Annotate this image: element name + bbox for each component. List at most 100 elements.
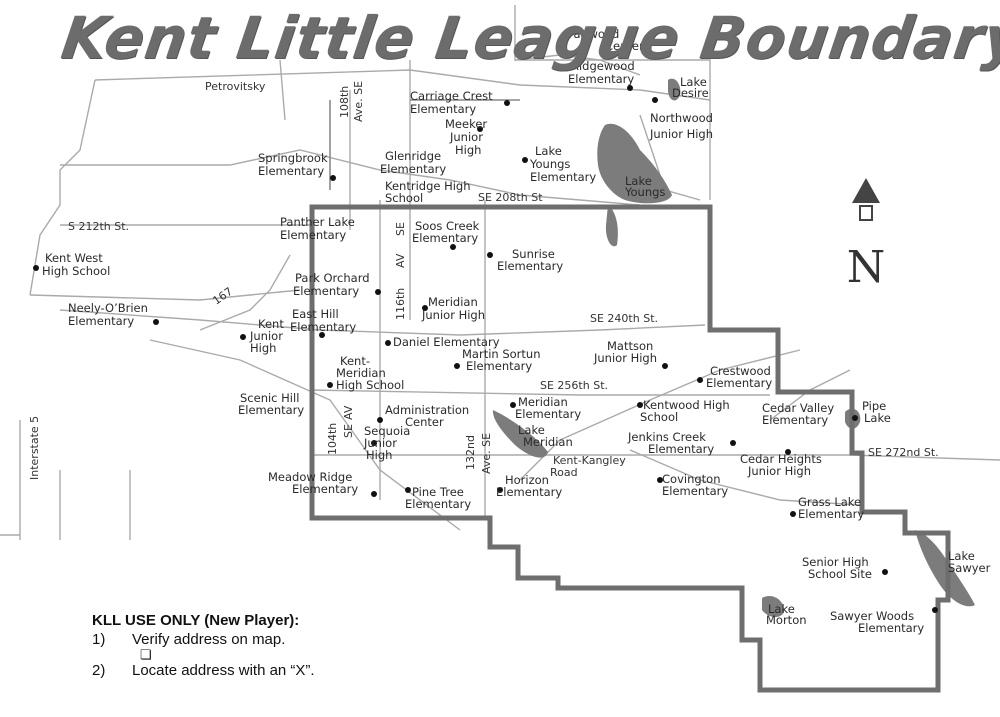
north-arrow-icon bbox=[852, 178, 880, 221]
kll-note-heading: KLL USE ONLY (New Player): bbox=[92, 612, 300, 629]
label-panther: Panther Lake bbox=[280, 215, 355, 229]
label-meadowridge-2: Elementary bbox=[292, 482, 358, 496]
label-neely-2: Elementary bbox=[68, 314, 134, 328]
label-martin-2: Elementary bbox=[466, 359, 532, 373]
lake-youngs-tail bbox=[605, 205, 618, 247]
north-label: N bbox=[847, 242, 886, 293]
label-jenkins-2: Elementary bbox=[648, 442, 714, 456]
label-meeker-3: High bbox=[455, 143, 481, 157]
road-label-s212: S 212th St. bbox=[68, 220, 129, 233]
lake-youngs bbox=[597, 123, 672, 204]
label-scenichill: Scenic Hill bbox=[240, 391, 299, 405]
road-labels: Petrovitsky S 212th St. SE 208th St SE 2… bbox=[28, 80, 939, 480]
lake-desire bbox=[668, 78, 681, 101]
lake-meridian bbox=[492, 410, 548, 458]
label-northwood: Northwood bbox=[650, 111, 713, 125]
kll-step-2-text: Locate address with an “X”. bbox=[132, 662, 315, 679]
kll-step-2-number: 2) bbox=[92, 662, 106, 679]
road-label-kentkangley-road: Road bbox=[550, 466, 578, 479]
road-label-132b: Ave. SE bbox=[480, 433, 493, 474]
label-sequoia-2: Junior bbox=[363, 436, 397, 450]
label-lake-youngs: Lake bbox=[625, 174, 652, 188]
checkbox-icon: ❏ bbox=[140, 647, 152, 662]
road-label-104c: SE bbox=[342, 424, 355, 438]
label-ridgewood-2: Elementary bbox=[568, 72, 634, 86]
label-kentwood-2: School bbox=[640, 410, 678, 424]
label-cedarheights-2: Junior High bbox=[747, 464, 811, 478]
label-glenridge: Glenridge bbox=[385, 149, 441, 163]
label-meridianjh: Meridian bbox=[428, 295, 478, 309]
label-cedarvalley-2: Elementary bbox=[762, 413, 828, 427]
label-sunrise: Sunrise bbox=[512, 247, 555, 261]
label-lakesawyer: Lake bbox=[948, 549, 975, 563]
label-horizon: Horizon bbox=[505, 473, 549, 487]
lake-sawyer bbox=[915, 530, 975, 607]
label-cedarvalley: Cedar Valley bbox=[762, 401, 834, 415]
label-sequoia: Sequoia bbox=[364, 424, 410, 438]
road-label-116c: SE bbox=[394, 222, 407, 236]
road-label-se240: SE 240th St. bbox=[590, 312, 658, 325]
road-label-petrovitsky: Petrovitsky bbox=[205, 80, 266, 93]
road-label-i5: Interstate 5 bbox=[28, 416, 41, 480]
label-lakemeridian: Lake bbox=[518, 423, 545, 437]
label-sequoia-3: High bbox=[366, 448, 392, 462]
road-label-116b: AV bbox=[394, 253, 407, 268]
lakes bbox=[492, 78, 975, 618]
label-kentridge: Kentridge High bbox=[385, 179, 471, 193]
league-boundary bbox=[309, 204, 951, 693]
label-scenichill-2: Elementary bbox=[238, 403, 304, 417]
kll-step-1-number: 1) bbox=[92, 631, 106, 648]
label-admin-2: Center bbox=[405, 415, 444, 429]
place-markers bbox=[33, 85, 938, 613]
label-ly-elem-2: Youngs bbox=[529, 157, 570, 171]
label-sunrise-2: Elementary bbox=[497, 259, 563, 273]
label-pinetree-2: Elementary bbox=[405, 497, 471, 511]
label-lakemeridian-2: Meridian bbox=[523, 435, 573, 449]
label-kentwest: Kent West bbox=[45, 251, 103, 265]
label-ly-elem: Lake bbox=[535, 144, 562, 158]
label-lake-desire-2: Desire bbox=[672, 86, 709, 100]
label-lakemorton-2: Morton bbox=[766, 613, 807, 627]
label-ly-elem-3: Elementary bbox=[530, 170, 596, 184]
label-northwood-2: Junior High bbox=[649, 127, 713, 141]
label-seniorhigh-2: School Site bbox=[808, 567, 872, 581]
place-labels: Fairwood Center Ridgewood Elementary Lak… bbox=[42, 27, 991, 635]
label-meridianelem-2: Elementary bbox=[515, 407, 581, 421]
label-fairwood: Fairwood bbox=[568, 27, 619, 41]
label-lakemorton: Lake bbox=[768, 602, 795, 616]
road-label-kentkangley: Kent-Kangley bbox=[553, 454, 626, 467]
label-admin: Administration bbox=[385, 403, 469, 417]
label-kentjh: Kent bbox=[258, 317, 284, 331]
label-easthill-2: Elementary bbox=[290, 320, 356, 334]
label-jenkins: Jenkins Creek bbox=[627, 430, 706, 444]
label-sawyerwoods: Sawyer Woods bbox=[830, 609, 914, 623]
kll-step-1-text: Verify address on map. bbox=[132, 631, 286, 648]
label-easthill: East Hill bbox=[292, 307, 339, 321]
label-meeker: Meeker bbox=[445, 117, 487, 131]
road-label-116a: 116th bbox=[394, 288, 407, 320]
label-crestwood-2: Elementary bbox=[706, 376, 772, 390]
label-crestwood: Crestwood bbox=[710, 364, 771, 378]
label-cedarheights: Cedar Heights bbox=[740, 452, 822, 466]
label-grasslake: Grass Lake bbox=[798, 495, 861, 509]
label-pinetree: Pine Tree bbox=[412, 485, 464, 499]
label-neely: Neely-O’Brien bbox=[68, 301, 148, 315]
label-meadowridge: Meadow Ridge bbox=[268, 470, 352, 484]
label-mattson: Mattson bbox=[607, 339, 653, 353]
label-seniorhigh: Senior High bbox=[802, 555, 869, 569]
label-grasslake-2: Elementary bbox=[798, 507, 864, 521]
label-sooscreek: Soos Creek bbox=[415, 219, 480, 233]
label-pipelake: Pipe bbox=[862, 399, 886, 413]
label-sooscreek-2: Elementary bbox=[412, 231, 478, 245]
road-label-108a: 108th bbox=[338, 86, 351, 118]
label-mattson-2: Junior High bbox=[593, 351, 657, 365]
kll-step-1: 1) Verify address on map. bbox=[92, 631, 392, 648]
road-label-167: 167 bbox=[210, 285, 235, 308]
label-kentridge-2: School bbox=[385, 191, 423, 205]
label-kentmeridian-2: Meridian bbox=[336, 366, 386, 380]
label-glenridge-2: Elementary bbox=[380, 162, 446, 176]
road-label-se256: SE 256th St. bbox=[540, 379, 608, 392]
label-springbrook: Springbrook bbox=[258, 151, 328, 165]
label-lake-youngs-2: Youngs bbox=[624, 185, 665, 199]
label-kentjh-2: Junior bbox=[249, 329, 283, 343]
